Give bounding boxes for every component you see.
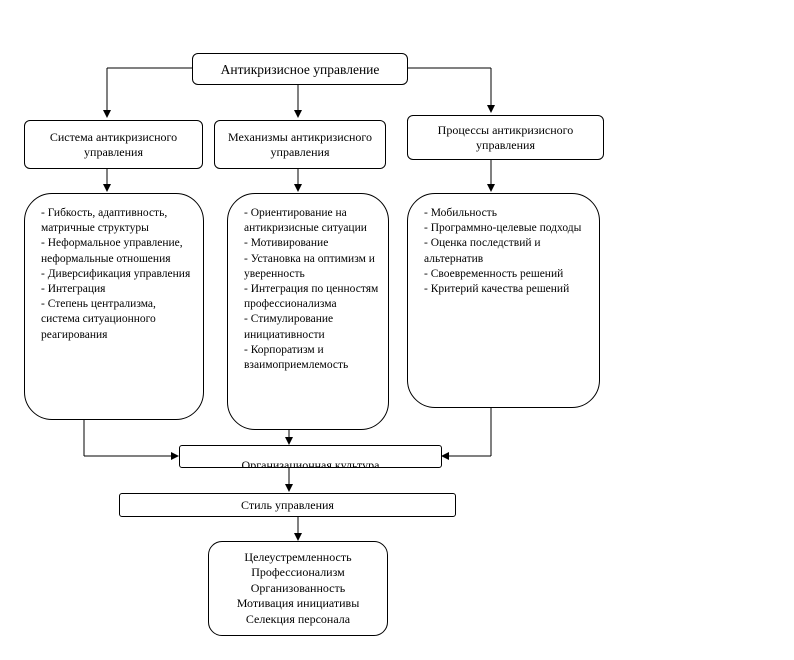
mechanisms-list-box: - Ориентирование на антикризисные ситуац… (227, 193, 389, 430)
mechanisms-header-label: Механизмы антикризисного управления (227, 129, 373, 159)
outcomes-box: Целеустремленность Профессионализм Орган… (208, 541, 388, 636)
mechanisms-list: - Ориентирование на антикризисные ситуац… (244, 206, 380, 373)
mechanisms-item: - Мотивирование (244, 237, 329, 250)
mechanisms-item: - Ориентирование на антикризисные ситуац… (244, 207, 367, 235)
outcome-item: Мотивация инициативы (236, 596, 360, 611)
system-item: - Диверсификация управления (41, 267, 191, 280)
style-box: Стиль управления (119, 493, 456, 517)
processes-item: - Своевременность решений (424, 267, 564, 280)
mechanisms-item: - Корпоратизм и взаимоприемлемость (244, 343, 349, 372)
system-header-box: Система антикризисного управления (24, 120, 203, 169)
outcome-item: Организованность (250, 580, 346, 595)
outcomes-list: Целеустремленность Профессионализм Орган… (237, 550, 360, 628)
root-label: Антикризисное управление (220, 61, 380, 77)
outcome-item: Целеустремленность (244, 549, 352, 564)
style-label: Стиль управления (241, 497, 334, 512)
system-item: - Степень централизма, система ситуацион… (41, 298, 156, 341)
culture-box: Организационная культура (179, 445, 442, 468)
processes-header-label: Процессы антикризисного управления (437, 122, 574, 152)
mechanisms-item: - Стимулирование инициативности (244, 313, 334, 341)
root-box: Антикризисное управление (192, 53, 408, 85)
culture-label: Организационная культура (241, 458, 380, 468)
mechanisms-item: - Установка на оптимизм и уверенность (244, 252, 375, 280)
system-item: - Интеграция (41, 283, 106, 296)
outcome-item: Профессионализм (251, 565, 345, 580)
system-list: - Гибкость, адаптивность, матричные стру… (41, 206, 195, 343)
outcome-item: Селекция персонала (245, 611, 351, 626)
processes-item: - Оценка последствий и альтернатив (424, 237, 541, 265)
processes-list: - Мобильность - Программно-целевые подхо… (424, 206, 591, 297)
system-header-label: Система антикризисного управления (49, 129, 178, 159)
system-item: - Неформальное управление, неформальные … (41, 237, 183, 265)
mechanisms-header-box: Механизмы антикризисного управления (214, 120, 386, 169)
processes-header-box: Процессы антикризисного управления (407, 115, 604, 160)
processes-item: - Критерий качества решений (424, 283, 570, 296)
mechanisms-item: - Интеграция по ценностям профессионализ… (244, 283, 379, 311)
processes-list-box: - Мобильность - Программно-целевые подхо… (407, 193, 600, 408)
system-list-box: - Гибкость, адаптивность, матричные стру… (24, 193, 204, 420)
processes-item: - Программно-целевые подходы (424, 222, 582, 235)
processes-item: - Мобильность (424, 207, 497, 219)
system-item: - Гибкость, адаптивность, матричные стру… (41, 207, 168, 235)
